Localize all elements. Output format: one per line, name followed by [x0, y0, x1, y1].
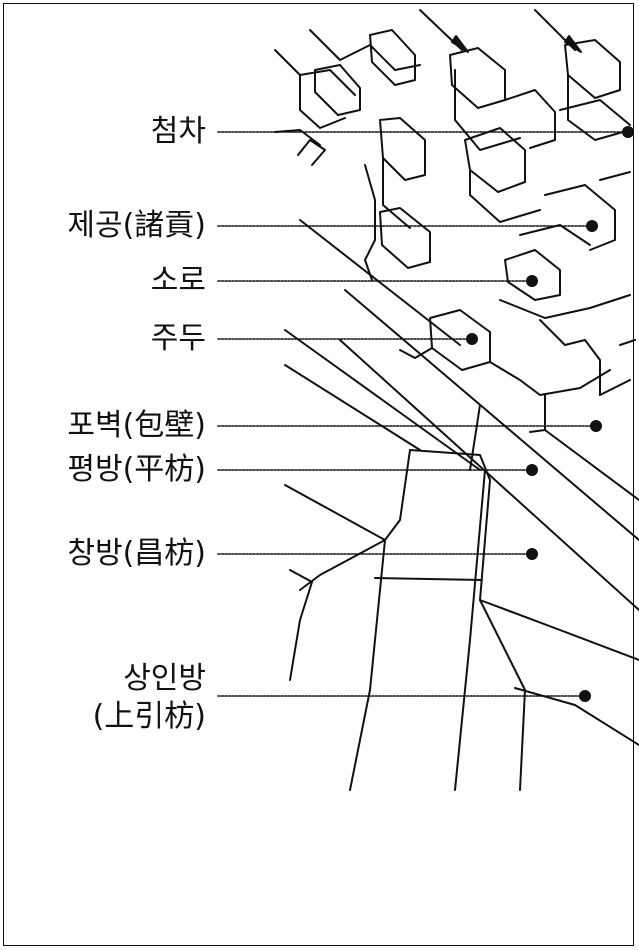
- leader-lines: [217, 131, 629, 697]
- label-sanginbang-line2: (上引枋): [92, 699, 206, 734]
- bracket-stack-center: [364, 39, 636, 433]
- label-jegong: 제공(諸貢): [67, 208, 206, 243]
- label-sanginbang: 상인방 (上引枋): [93, 660, 206, 736]
- label-soro: 소로: [150, 263, 206, 298]
- beam-and-post-structure: [284, 404, 639, 791]
- figure-frame: [3, 3, 634, 946]
- label-sanginbang-line1: 상인방: [123, 661, 206, 696]
- label-cheomcha: 첨차: [150, 114, 206, 149]
- label-judu: 주두: [150, 321, 206, 356]
- label-changbang: 창방(昌枋): [67, 536, 206, 571]
- arrow-marks: [419, 9, 582, 53]
- label-pobyeok: 포벽(包壁): [67, 408, 206, 443]
- label-pyeongbang: 평방(平枋): [67, 452, 206, 487]
- frame-diagonals: [284, 219, 639, 611]
- leader-dots: [466, 126, 634, 702]
- bracket-arm-upper-left: [274, 29, 421, 166]
